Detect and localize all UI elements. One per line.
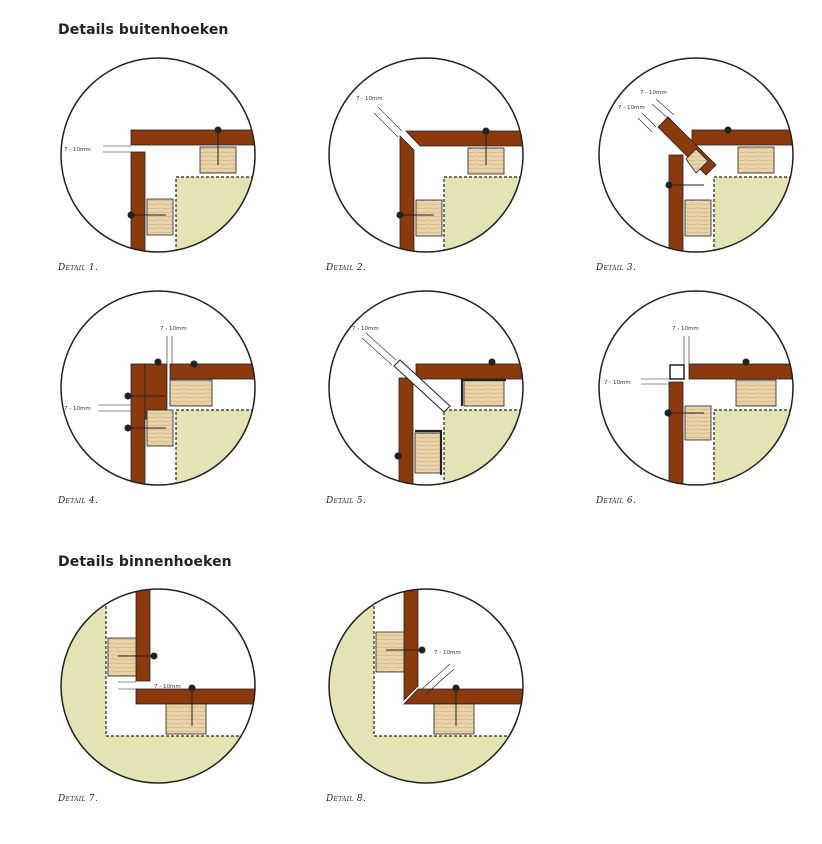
screw-icon (394, 452, 402, 460)
dimension-label: 7 - 10mm (154, 684, 181, 690)
detail-4: 7 - 10mm 7 - 10mm Detail 4. (58, 288, 258, 516)
corner-profile (393, 359, 451, 413)
heading-outer-corners: Details buitenhoeken (58, 22, 229, 38)
detail-caption: Detail 2. (326, 263, 367, 273)
detail-5: 7 - 10mm Detail 5. (326, 288, 526, 516)
screw-icon (154, 358, 162, 366)
wood-board-horizontal (130, 129, 255, 146)
detail-3: 7 - 10mm 7 - 10mm Detail 3. (596, 55, 796, 283)
detail-2: 7 - 10mm Detail 2. (326, 55, 526, 283)
dimension-label: 7 - 10mm (604, 380, 631, 386)
screw-icon (482, 127, 490, 135)
batten (146, 198, 174, 236)
detail-1-drawing: 7 - 10mm (60, 57, 256, 253)
dimension-label: 7 - 10mm (618, 105, 645, 111)
screw-icon (124, 424, 132, 432)
heading-inner-corners: Details binnenhoeken (58, 554, 232, 570)
detail-caption: Detail 6. (596, 496, 637, 506)
dimension-label: 7 - 10mm (160, 326, 187, 332)
detail-8: 7 - 10mm Detail 8. (326, 586, 526, 814)
detail-7: 7 - 10mm Detail 7. (58, 586, 258, 814)
detail-caption: Detail 3. (596, 263, 637, 273)
screw-icon (664, 409, 672, 417)
screw-icon (190, 360, 198, 368)
detail-6-drawing: 7 - 10mm 7 - 10mm (598, 290, 794, 486)
screw-icon (188, 684, 196, 692)
wood-board-horizontal (405, 130, 523, 147)
detail-caption: Detail 4. (58, 496, 99, 506)
wood-board-vertical (130, 151, 146, 252)
screw-icon (452, 684, 460, 692)
insulation (175, 176, 255, 252)
detail-5-drawing: 7 - 10mm (328, 290, 524, 486)
detail-caption: Detail 8. (326, 794, 367, 804)
dimension-label: 7 - 10mm (64, 406, 91, 412)
detail-4-drawing: 7 - 10mm 7 - 10mm (60, 290, 256, 486)
screw-icon (665, 181, 673, 189)
dimension-label: 7 - 10mm (672, 326, 699, 332)
detail-1: 7 - 10mm Detail 1. (58, 55, 258, 283)
screw-icon (214, 126, 222, 134)
detail-7-drawing: 7 - 10mm (60, 588, 256, 784)
screw-icon (396, 211, 404, 219)
dimension-label: 7 - 10mm (356, 96, 383, 102)
detail-8-drawing: 7 - 10mm (328, 588, 524, 784)
detail-caption: Detail 5. (326, 496, 367, 506)
detail-2-drawing: 7 - 10mm (328, 57, 524, 253)
screw-icon (124, 392, 132, 400)
corner-square (669, 364, 685, 380)
dimension-label: 7 - 10mm (434, 650, 461, 656)
screw-icon (127, 211, 135, 219)
screw-icon (724, 126, 732, 134)
screw-icon (488, 358, 496, 366)
detail-caption: Detail 1. (58, 263, 99, 273)
detail-caption: Detail 7. (58, 794, 99, 804)
screw-icon (150, 652, 158, 660)
detail-3-drawing: 7 - 10mm 7 - 10mm (598, 57, 794, 253)
dimension-label: 7 - 10mm (352, 326, 379, 332)
dimension-label: 7 - 10mm (64, 147, 91, 153)
dimension-label: 7 - 10mm (640, 90, 667, 96)
screw-icon (418, 646, 426, 654)
detail-6: 7 - 10mm 7 - 10mm Detail 6. (596, 288, 796, 516)
screw-icon (742, 358, 750, 366)
wood-board-vertical (399, 135, 415, 252)
